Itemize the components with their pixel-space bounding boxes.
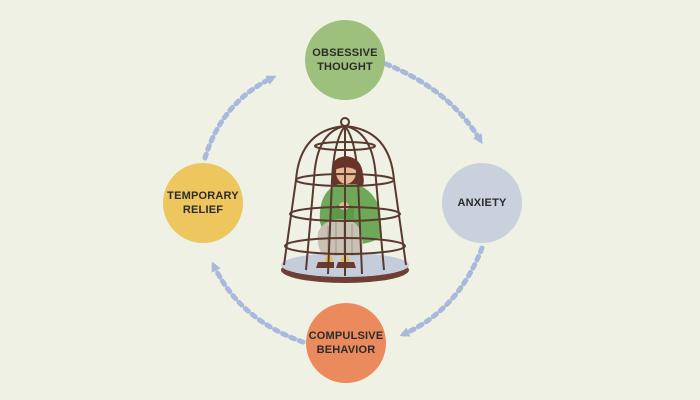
birdcage	[283, 117, 407, 276]
node-anxiety: ANXIETY	[442, 163, 522, 243]
arrow-relief-to-thought	[202, 75, 277, 161]
node-label-compulsive-behavior: COMPULSIVE BEHAVIOR	[308, 330, 384, 356]
node-label-anxiety: ANXIETY	[457, 197, 507, 209]
arrow-thought-to-anxiety	[383, 61, 483, 145]
node-temporary-relief: TEMPORARY RELIEF	[163, 163, 243, 243]
woman-figure	[316, 156, 382, 268]
node-obsessive-thought: OBSESSIVE THOUGHT	[305, 20, 385, 100]
node-label-temporary-relief: TEMPORARY RELIEF	[167, 190, 239, 216]
node-label-obsessive-thought: OBSESSIVE THOUGHT	[312, 47, 378, 73]
arrow-behavior-to-relief	[211, 261, 306, 345]
node-compulsive-behavior: COMPULSIVE BEHAVIOR	[306, 303, 386, 383]
woman-in-cage-illustration	[281, 117, 409, 283]
arrow-anxiety-to-behavior	[399, 245, 485, 337]
